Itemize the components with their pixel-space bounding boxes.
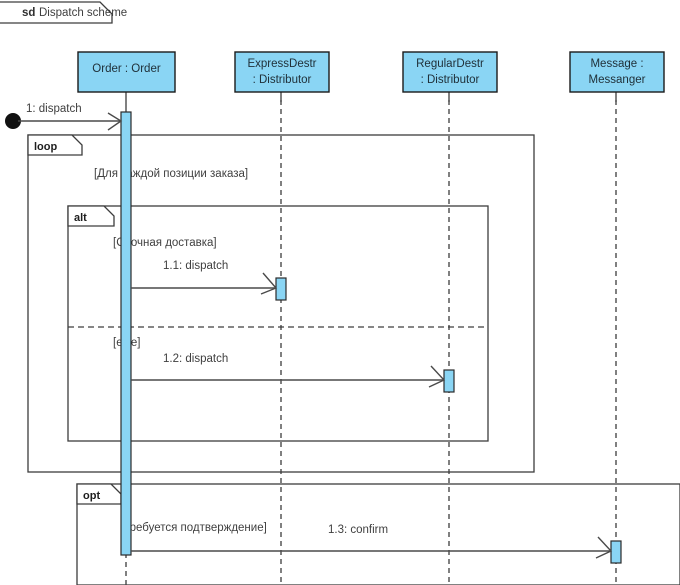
frame-tab-shape — [0, 1, 113, 24]
activation-messenger[interactable] — [610, 540, 622, 564]
found-message-dot-icon — [5, 113, 21, 129]
arrowhead-icon — [595, 536, 613, 559]
lifeline-head-messenger-label-2: Messanger — [589, 74, 646, 86]
fragment-loop-operator: loop — [34, 141, 57, 153]
lifeline-head-expressdestr-box — [234, 51, 330, 93]
lifelines-group — [125, 92, 617, 585]
lifeline-head-messenger-box — [569, 51, 665, 93]
fragment-opt-box — [76, 483, 680, 585]
fragment-loop[interactable]: loop [Для каждой позиции заказа] — [27, 134, 535, 473]
frame-name-label: Dispatch scheme — [39, 7, 127, 19]
message-11-dispatch[interactable]: 1.1: dispatch — [131, 260, 278, 295]
lifeline-head-regulardestr-label-2: : Distributor — [421, 74, 480, 86]
activation-order[interactable] — [120, 111, 132, 556]
message-13-confirm[interactable]: 1.3: confirm — [131, 524, 613, 559]
lifeline-head-messenger-label-1: Message : — [590, 58, 643, 70]
activation-expressdestr[interactable] — [275, 277, 287, 301]
lifeline-head-messenger[interactable]: Message : Messanger — [569, 51, 665, 93]
fragment-loop-guard: [Для каждой позиции заказа] — [94, 168, 248, 180]
lifeline-head-regulardestr-box — [402, 51, 498, 93]
fragment-alt-operator: alt — [74, 212, 87, 224]
fragment-loop-box — [27, 134, 535, 473]
fragment-opt[interactable]: opt [Требуется подтверждение] — [76, 483, 680, 585]
fragment-opt-guard: [Требуется подтверждение] — [120, 522, 267, 534]
fragment-alt-box — [67, 205, 489, 442]
activation-regulardestr[interactable] — [443, 369, 455, 393]
diagram-frame-header: sd Dispatch scheme — [0, 1, 127, 24]
arrowhead-icon — [260, 272, 278, 295]
lifeline-head-expressdestr[interactable]: ExpressDestr : Distributor — [234, 51, 330, 93]
arrowhead-icon — [428, 365, 446, 388]
activations-group — [120, 111, 622, 564]
fragment-opt-operator: opt — [83, 490, 100, 502]
lifeline-head-regulardestr-label-1: RegularDestr — [416, 58, 484, 70]
message-1-label: 1: dispatch — [26, 103, 82, 115]
message-12-label: 1.2: dispatch — [163, 353, 228, 365]
lifeline-head-order-label: Order : Order — [92, 63, 161, 75]
lifeline-head-order[interactable]: Order : Order — [77, 51, 176, 93]
fragment-loop-tab — [27, 134, 83, 156]
lifeline-head-expressdestr-label-2: : Distributor — [253, 74, 312, 86]
message-12-dispatch[interactable]: 1.2: dispatch — [131, 353, 446, 388]
arrowhead-icon — [107, 112, 123, 131]
message-11-label: 1.1: dispatch — [163, 260, 228, 272]
lifeline-head-regulardestr[interactable]: RegularDestr : Distributor — [402, 51, 498, 93]
message-1-dispatch[interactable]: 1: dispatch — [5, 103, 123, 131]
frame-kind-label: sd — [22, 7, 35, 19]
lifeline-head-expressdestr-label-1: ExpressDestr — [247, 58, 316, 70]
lifeline-head-order-box — [77, 51, 176, 93]
fragment-alt-guard-1: [Срочная доставка] — [113, 237, 217, 249]
fragment-alt-tab — [67, 205, 115, 227]
message-13-label: 1.3: confirm — [328, 524, 388, 536]
